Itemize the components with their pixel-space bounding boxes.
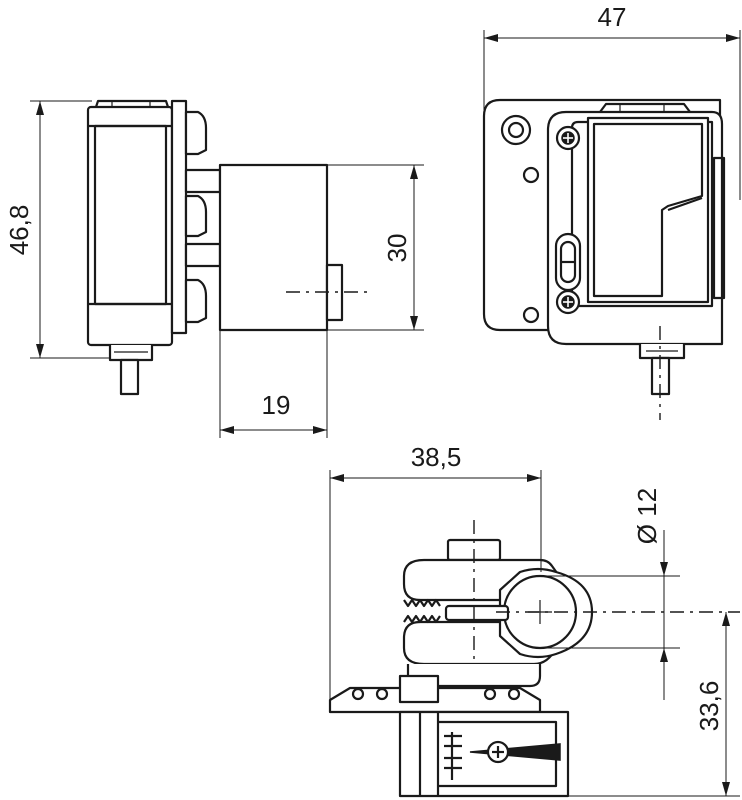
side-view-mount-block bbox=[218, 163, 370, 332]
dimension-label-height-middle: 30 bbox=[382, 234, 412, 263]
dimension-label-height-left: 46,8 bbox=[4, 205, 34, 256]
dimension-label-width-total: 47 bbox=[598, 2, 627, 32]
bracket-view bbox=[328, 520, 594, 798]
dimension-height-middle: 30 bbox=[327, 164, 424, 331]
dimension-height-left: 46,8 bbox=[4, 100, 110, 359]
dimension-label-depth: 19 bbox=[262, 390, 291, 420]
dimension-height-bracket: 33,6 bbox=[568, 612, 740, 797]
dimension-label-width-bracket: 38,5 bbox=[411, 442, 462, 472]
dimension-label-diameter: Ø 12 bbox=[632, 488, 662, 544]
side-view-sensor bbox=[86, 99, 222, 396]
dimension-label-height-bracket: 33,6 bbox=[694, 681, 724, 732]
dimension-width-total: 47 bbox=[483, 2, 741, 200]
front-view-sensor bbox=[482, 98, 726, 420]
dimension-depth: 19 bbox=[219, 330, 328, 438]
dimension-width-bracket: 38,5 bbox=[329, 442, 542, 712]
